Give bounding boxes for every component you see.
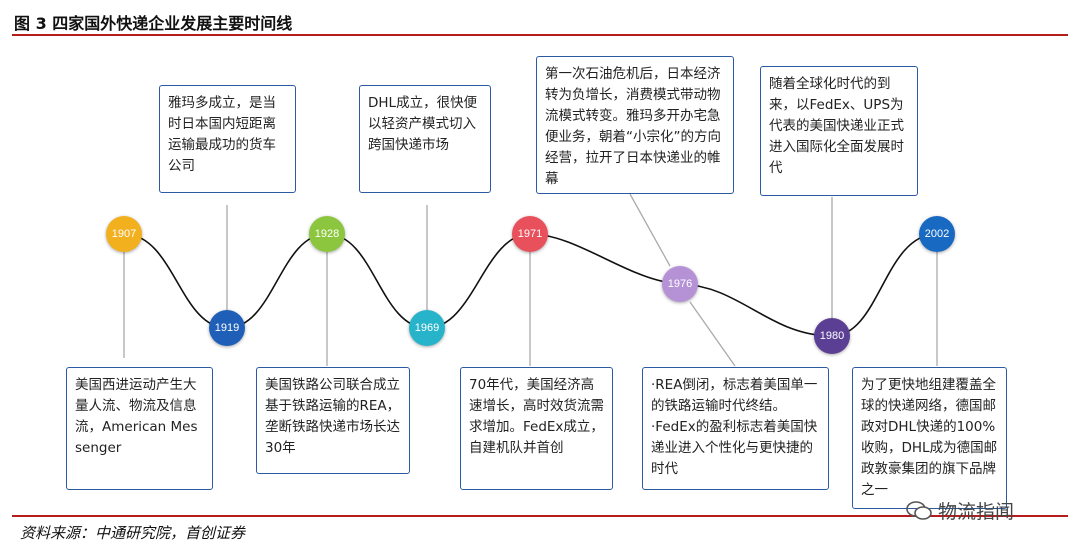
- bottom-rule: [12, 515, 1068, 517]
- event-box-1907: 美国西进运动产生大量人流、物流及信息流，American Messenger: [66, 367, 213, 490]
- event-box-1976: 第一次石油危机后，日本经济转为负增长，消费模式带动物流模式转变。雅玛多开办宅急便…: [536, 56, 734, 194]
- top-rule: [12, 34, 1068, 36]
- node-1907: 1907: [106, 216, 142, 252]
- node-1928: 1928: [309, 216, 345, 252]
- event-box-1980: 随着全球化时代的到来，以FedEx、UPS为代表的美国快递业正式进入国际化全面发…: [760, 66, 918, 196]
- connector-1976-down: [689, 301, 736, 367]
- event-box-2002: 为了更快地组建覆盖全球的快递网络，德国邮政对DHL快递的100%收购，DHL成为…: [852, 367, 1007, 509]
- node-2002: 2002: [919, 216, 955, 252]
- node-1971: 1971: [512, 216, 548, 252]
- watermark: 物流指闻: [906, 497, 1014, 524]
- node-1969: 1969: [409, 310, 445, 346]
- figure-title: 图 3 四家国外快递企业发展主要时间线: [14, 14, 293, 33]
- node-1980: 1980: [814, 318, 850, 354]
- connector-1976-up: [629, 193, 671, 267]
- event-box-1976-bottom: ·REA倒闭，标志着美国单一的铁路运输时代终结。 ·FedEx的盈利标志着美国快…: [642, 367, 829, 490]
- event-box-1928: 美国铁路公司联合成立基于铁路运输的REA，垄断铁路快递市场长达30年: [256, 367, 410, 474]
- watermark-text: 物流指闻: [938, 501, 1015, 523]
- node-1976: 1976: [662, 266, 698, 302]
- source-note: 资料来源：中通研究院，首创证券: [20, 524, 246, 542]
- event-box-1969: DHL成立，很快便以轻资产模式切入跨国快递市场: [359, 85, 491, 193]
- event-box-1971: 70年代，美国经济高速增长，高时效货流需求增加。FedEx成立，自建机队并首创: [460, 367, 613, 490]
- node-1919: 1919: [209, 310, 245, 346]
- event-box-1919: 雅玛多成立，是当时日本国内短距离运输最成功的货车公司: [159, 85, 296, 193]
- wechat-icon: [906, 500, 932, 521]
